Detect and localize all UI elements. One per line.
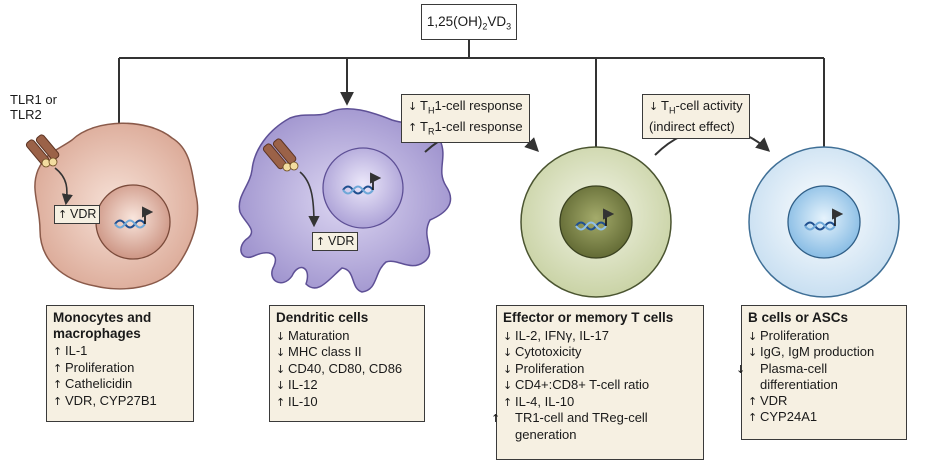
panel-title: Dendritic cells — [276, 310, 369, 325]
distribution-lines — [112, 40, 831, 163]
panel-title: B cells or ASCs — [748, 310, 849, 325]
dendritic-nucleus — [322, 147, 404, 229]
t-cell-nucleus — [559, 185, 633, 259]
dna-icon-bcell — [804, 208, 844, 231]
vdr-tag-macrophage: ↑VDR — [54, 205, 101, 224]
panel-title: Effector or memory T cells — [503, 310, 674, 325]
dna-icon-macrophage — [114, 206, 154, 229]
dc-to-tcell-response: ↓TH1-cell response ↑TR1-cell response — [401, 94, 530, 144]
vdr-tag-dendritic: ↑VDR — [312, 232, 359, 251]
vitamin-d-label: 1,25(OH)2VD3 — [421, 4, 517, 40]
tlr-receptor-macrophage — [25, 134, 73, 206]
panel-t-cells: Effector or memory T cells ↓IL-2, IFNγ, … — [491, 305, 704, 460]
panel-dendritic: Dendritic cells ↓Maturation ↓MHC class I… — [269, 305, 425, 422]
b-cell — [748, 146, 900, 298]
panel-b-cells: B cells or ASCs ↓Proliferation ↓IgG, IgM… — [736, 305, 907, 440]
dna-icon-tcell — [575, 208, 615, 231]
t-cell — [520, 146, 672, 298]
tcell-to-bcell-response: ↓TH-cell activity (indirect effect) — [642, 94, 750, 139]
receptor-label: TLR1 or TLR2 — [10, 92, 57, 122]
dna-icon-dendritic — [342, 172, 382, 195]
tlr-receptor-dendritic — [262, 138, 320, 228]
panel-title: Monocytes and macrophages — [53, 310, 152, 341]
panel-monocytes: Monocytes and macrophages ↑IL-1 ↑Prolife… — [46, 305, 194, 422]
b-cell-nucleus — [787, 185, 861, 259]
